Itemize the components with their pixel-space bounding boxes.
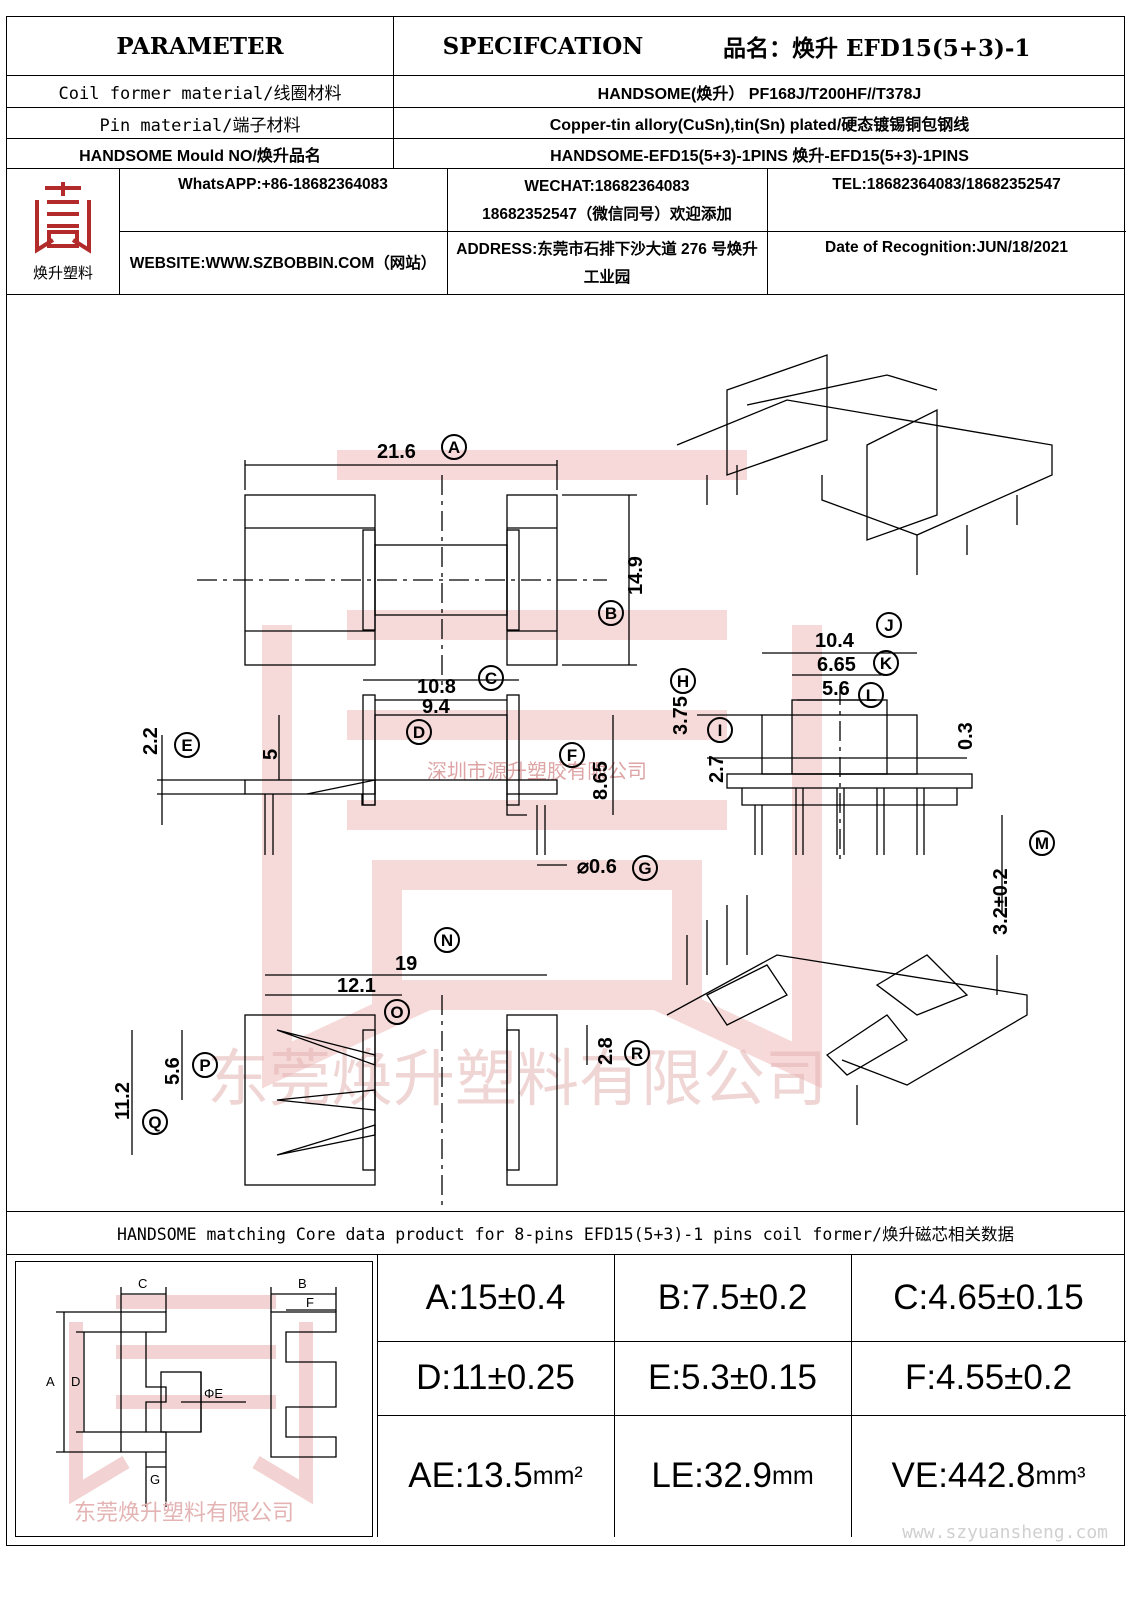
header-row: PARAMETER SPECIFCATION 品名：焕升 EFD15(5+3)-…: [7, 17, 1124, 76]
label-q: Q: [148, 1113, 161, 1132]
pin-material-label: Pin material/端子材料: [99, 115, 301, 136]
label-k: K: [880, 654, 893, 673]
dim-e: 2.2: [140, 727, 162, 755]
core-label-a: A: [46, 1374, 55, 1389]
label-e: E: [181, 736, 192, 755]
logo-text: 焕升塑料: [32, 264, 93, 282]
website-watermark: www.szyuansheng.com: [902, 1522, 1108, 1543]
core-label-g: G: [150, 1472, 160, 1487]
label-b: B: [605, 604, 617, 623]
label-m: M: [1035, 834, 1049, 853]
label-i: I: [718, 721, 723, 740]
whatsapp: WhatsAPP:+86-18682364083: [178, 176, 388, 193]
label-d: D: [413, 723, 425, 742]
tel: TEL:18682364083/18682352547: [832, 176, 1061, 193]
pin-material-value: Copper-tin allory(CuSn),tin(Sn) plated/硬…: [549, 117, 970, 134]
dim-h: 3.75: [670, 696, 692, 735]
website: WEBSITE:WWW.SZBOBBIN.COM（网站）: [129, 254, 437, 272]
label-h: H: [677, 672, 689, 691]
dim-m: 3.2±0.2: [990, 868, 1012, 935]
contact-block: 焕升塑料 WhatsAPP:+86-18682364083 WECHAT:186…: [7, 169, 1126, 295]
dim-e-inner: 5: [260, 749, 282, 760]
dim-l-side: 0.3: [955, 722, 977, 750]
label-f: F: [567, 746, 577, 765]
core-values-grid: A:15±0.4 B:7.5±0.2 C:4.65±0.15 D:11±0.25…: [377, 1255, 1126, 1543]
label-c: C: [485, 669, 497, 688]
parameter-header: PARAMETER: [116, 32, 284, 60]
label-a: A: [448, 438, 460, 457]
core-title-row: HANDSOME matching Core data product for …: [7, 1211, 1124, 1255]
core-ve-unit: mm³: [1035, 1461, 1086, 1490]
label-o: O: [390, 1003, 403, 1022]
wechat-line2: 18682352547（微信同号）欢迎添加: [482, 205, 732, 223]
dim-a: 21.6: [377, 441, 416, 463]
dim-q: 11.2: [112, 1082, 134, 1120]
core-le-unit: mm: [772, 1461, 814, 1490]
dim-j: 10.4: [815, 630, 855, 652]
label-g: G: [638, 859, 651, 878]
watermark-big: 东莞焕升塑料有限公司: [207, 1045, 827, 1114]
label-j: J: [884, 616, 893, 635]
core-title: HANDSOME matching Core data product for …: [117, 1224, 1014, 1244]
core-diagram: C B F A D ΦE G 东莞焕升塑料有限公司: [15, 1261, 373, 1537]
wechat: WECHAT:18682364083 18682352547（微信同号）欢迎添加: [447, 169, 767, 232]
core-f: F:4.55±0.2: [904, 1358, 1073, 1397]
core-b: B:7.5±0.2: [657, 1278, 808, 1317]
dim-l: 5.6: [822, 678, 850, 700]
label-n: N: [441, 931, 453, 950]
dim-p: 5.6: [162, 1057, 184, 1085]
core-d: D:11±0.25: [416, 1358, 575, 1397]
coil-material-row: Coil former material/线圈材料 HANDSOME(焕升） P…: [7, 76, 1124, 108]
label-l: L: [866, 686, 876, 705]
coil-material-label: Coil former material/线圈材料: [58, 84, 342, 104]
product-name: 品名：焕升 EFD15(5+3)-1: [723, 35, 1031, 62]
core-label-b: B: [298, 1276, 307, 1291]
logo-icon: [35, 182, 91, 254]
dim-i: 2.7: [706, 755, 728, 783]
mould-value: HANDSOME-EFD15(5+3)-1PINS 焕升-EFD15(5+3)-…: [550, 147, 969, 165]
recognition-date: Date of Recognition:JUN/18/2021: [825, 239, 1068, 256]
wechat-line1: WECHAT:18682364083: [524, 177, 690, 195]
core-label-f: F: [306, 1295, 314, 1310]
coil-material-value: HANDSOME(焕升） PF168J/T200HF//T378J: [597, 85, 922, 103]
core-label-phie: ΦE: [204, 1386, 223, 1401]
watermark-mid: 深圳市源升塑胶有限公司: [427, 760, 647, 783]
technical-drawing: 深圳市源升塑胶有限公司 东莞焕升塑料有限公司: [7, 295, 1124, 1212]
dim-r: 2.8: [595, 1037, 617, 1065]
dim-g: ⌀0.6: [577, 856, 617, 878]
specification-header: SPECIFCATION: [442, 32, 644, 60]
dim-o: 12.1: [337, 975, 376, 997]
core-a: A:15±0.4: [425, 1278, 566, 1317]
mould-label: HANDSOME Mould NO/焕升品名: [79, 147, 321, 165]
address: ADDRESS:东莞市石排下沙大道 276 号焕升工业园: [456, 240, 758, 286]
bobbin-drawing: 深圳市源升塑胶有限公司 东莞焕升塑料有限公司: [112, 354, 1055, 1205]
dim-c: 10.8: [417, 676, 456, 698]
spec-sheet: PARAMETER SPECIFCATION 品名：焕升 EFD15(5+3)-…: [6, 16, 1126, 1546]
label-p: P: [199, 1056, 210, 1075]
core-label-c: C: [138, 1276, 147, 1291]
label-r: R: [631, 1044, 643, 1063]
core-e: E:5.3±0.15: [647, 1358, 818, 1397]
dim-d: 9.4: [422, 696, 451, 718]
dim-n: 19: [395, 953, 417, 975]
core-data-block: C B F A D ΦE G 东莞焕升塑料有限公司 A:15±0.4 B:7.5…: [7, 1255, 1126, 1545]
pin-material-row: Pin material/端子材料 Copper-tin allory(CuSn…: [7, 108, 1124, 139]
core-watermark: 东莞焕升塑料有限公司: [74, 1500, 294, 1525]
core-label-d: D: [71, 1374, 80, 1389]
dim-b: 14.9: [625, 556, 647, 595]
dim-k: 6.65: [817, 654, 856, 676]
core-c: C:4.65±0.15: [893, 1278, 1084, 1317]
mould-row: HANDSOME Mould NO/焕升品名 HANDSOME-EFD15(5+…: [7, 139, 1124, 169]
company-logo: 焕升塑料: [7, 169, 119, 294]
core-ae-unit: mm²: [532, 1461, 583, 1490]
dim-f: 8.65: [590, 761, 612, 800]
